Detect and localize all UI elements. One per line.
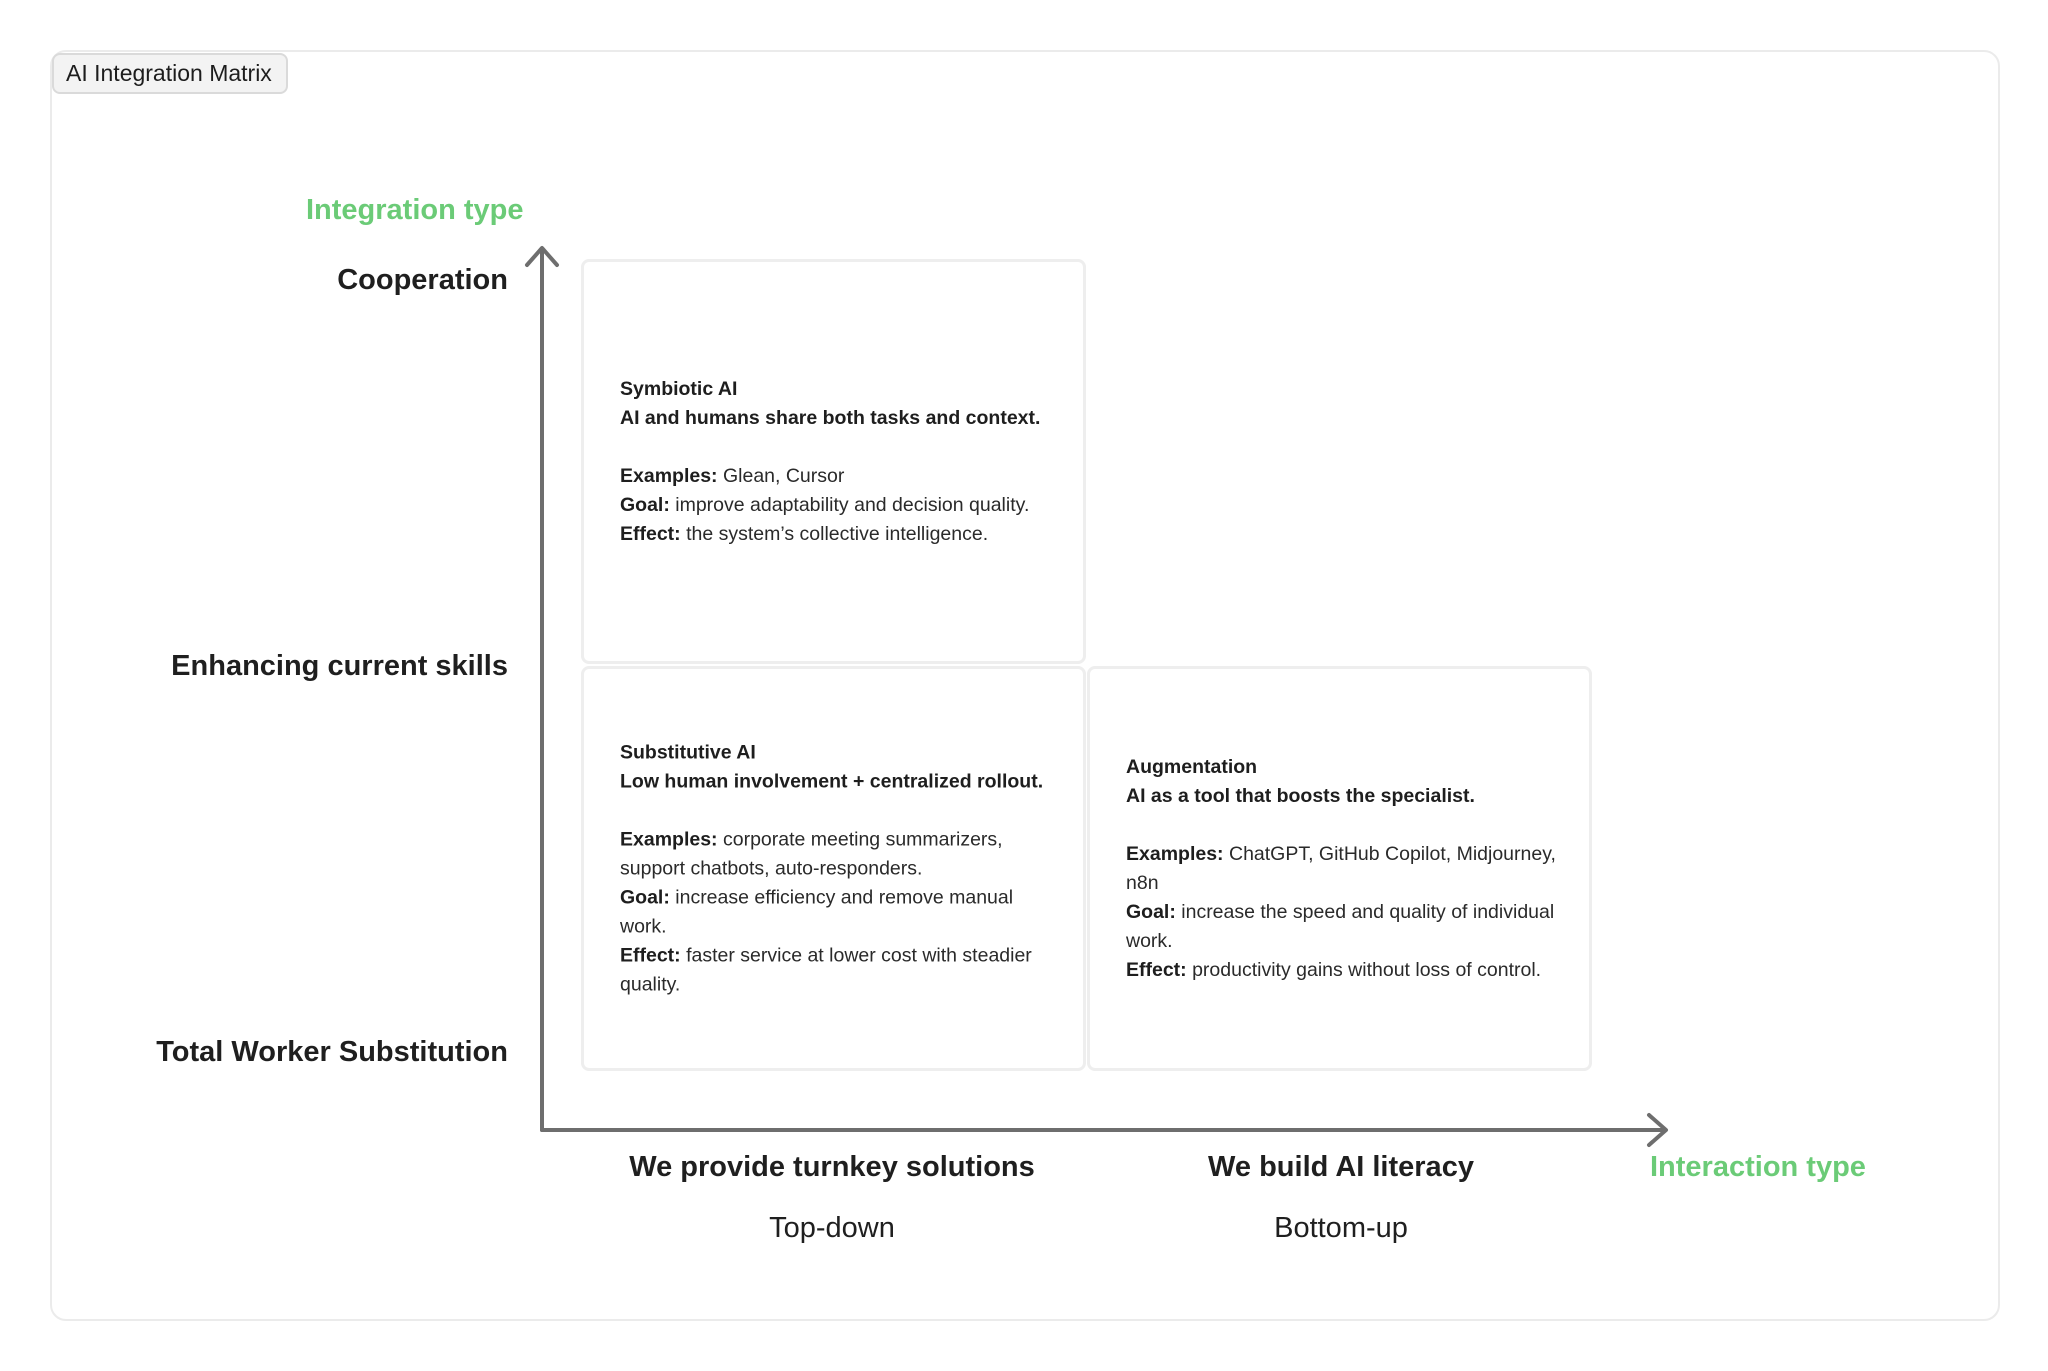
goal-text: increase the speed and quality of indivi… xyxy=(1126,900,1555,952)
examples-text: ChatGPT, GitHub Copilot, Midjourney, n8n xyxy=(1126,842,1556,894)
effect-row: Effect: productivity gains without loss … xyxy=(1126,956,1559,985)
effect-label: Effect: xyxy=(1126,958,1187,981)
x-level-literacy: We build AI literacy xyxy=(1208,1151,1474,1183)
goal-text: improve adaptability and decision qualit… xyxy=(669,493,1030,516)
quadrant-title: Symbiotic AI xyxy=(620,377,738,400)
y-level-enhancing: Enhancing current skills xyxy=(171,650,508,682)
examples-label: Examples: xyxy=(1126,842,1224,865)
quadrant-subtitle: AI as a tool that boosts the specialist. xyxy=(1126,784,1475,807)
frame-label[interactable]: AI Integration Matrix xyxy=(52,53,288,95)
x-sublevel-top-down: Top-down xyxy=(769,1212,895,1244)
quadrant-substitutive-ai[interactable]: Substitutive AI Low human involvement + … xyxy=(581,666,1086,1071)
effect-text: faster service at lower cost with steadi… xyxy=(620,944,1032,995)
quadrant-title: Augmentation xyxy=(1126,755,1258,778)
quadrant-subtitle: AI and humans share both tasks and conte… xyxy=(620,406,1041,429)
quadrant-symbiotic-ai[interactable]: Symbiotic AI AI and humans share both ta… xyxy=(581,259,1086,664)
effect-row: Effect: faster service at lower cost wit… xyxy=(620,941,1053,999)
x-level-turnkey: We provide turnkey solutions xyxy=(629,1151,1035,1183)
y-axis-arrowhead xyxy=(525,246,559,267)
y-axis-title: Integration type xyxy=(306,194,524,226)
effect-text: productivity gains without loss of contr… xyxy=(1186,958,1542,981)
effect-text: the system’s collective intelligence. xyxy=(680,522,989,545)
examples-text: corporate meeting summarizers, support c… xyxy=(620,828,1003,879)
examples-row: Examples: corporate meeting summarizers,… xyxy=(620,825,1053,883)
examples-text: Glean, Cursor xyxy=(717,464,845,487)
goal-row: Goal: increase the speed and quality of … xyxy=(1126,898,1559,956)
examples-label: Examples: xyxy=(620,464,718,487)
x-sublevel-bottom-up: Bottom-up xyxy=(1274,1212,1408,1244)
goal-row: Goal: increase efficiency and remove man… xyxy=(620,883,1053,941)
quadrant-title: Substitutive AI xyxy=(620,741,756,763)
quadrant-subtitle: Low human involvement + centralized roll… xyxy=(620,770,1044,792)
effect-label: Effect: xyxy=(620,522,681,545)
goal-label: Goal: xyxy=(620,886,670,908)
quadrant-augmentation[interactable]: Augmentation AI as a tool that boosts th… xyxy=(1087,666,1592,1071)
examples-row: Examples: ChatGPT, GitHub Copilot, Midjo… xyxy=(1126,840,1559,898)
examples-row: Examples: Glean, Cursor xyxy=(620,462,1053,491)
y-level-substitution: Total Worker Substitution xyxy=(156,1036,508,1068)
goal-label: Goal: xyxy=(1126,900,1176,923)
effect-label: Effect: xyxy=(620,944,681,966)
x-axis-arrowhead xyxy=(1647,1113,1668,1147)
goal-label: Goal: xyxy=(620,493,670,516)
y-level-cooperation: Cooperation xyxy=(337,264,508,296)
effect-row: Effect: the system’s collective intellig… xyxy=(620,520,1053,549)
goal-text: increase efficiency and remove manual wo… xyxy=(620,886,1014,937)
examples-label: Examples: xyxy=(620,828,718,850)
x-axis-title: Interaction type xyxy=(1650,1151,1866,1183)
goal-row: Goal: improve adaptability and decision … xyxy=(620,491,1053,520)
